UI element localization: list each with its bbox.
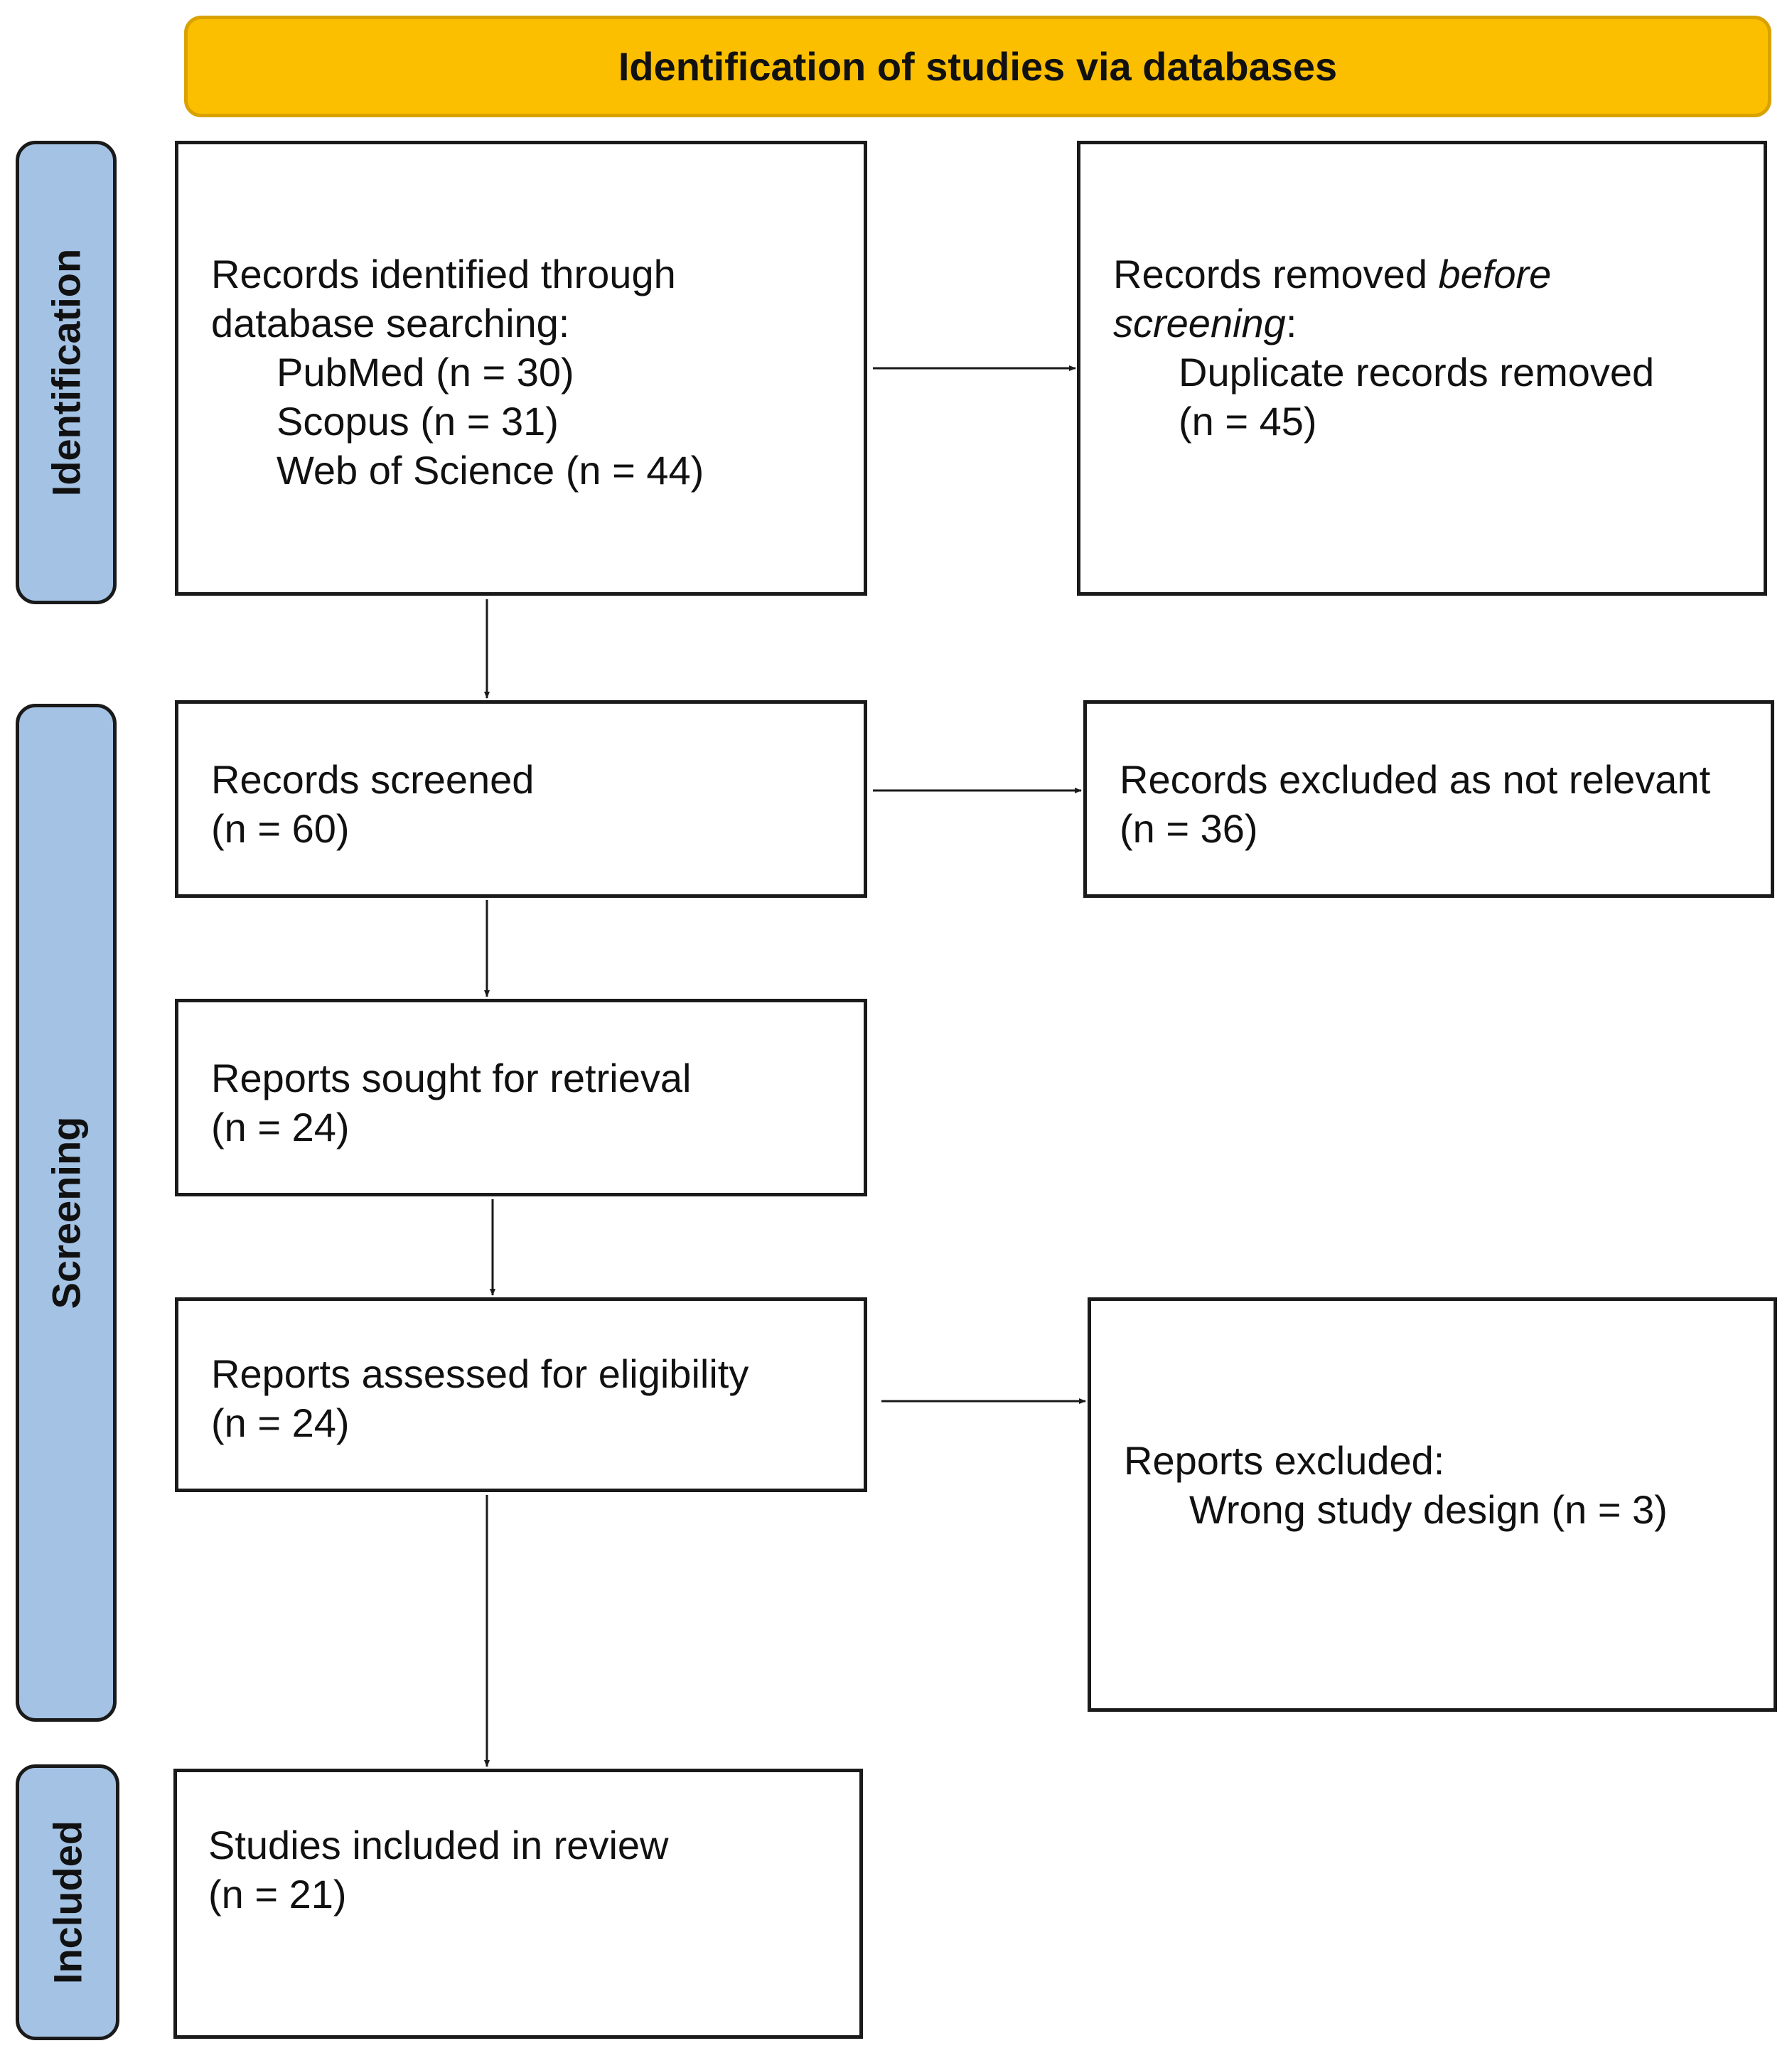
records-removed-colon: : [1285, 301, 1297, 345]
records-screened-box: Records screened (n = 60) [175, 700, 867, 898]
header-banner: Identification of studies via databases [184, 16, 1771, 117]
records-removed-box: Records removed before screening: Duplic… [1077, 141, 1767, 596]
records-excluded-label: Records excluded as not relevant [1120, 757, 1711, 802]
reports-sought-count: (n = 24) [211, 1105, 350, 1149]
reports-assessed-box: Reports assessed for eligibility (n = 24… [175, 1297, 867, 1492]
reports-assessed-count: (n = 24) [211, 1400, 350, 1445]
reports-excluded-label: Reports excluded: [1124, 1438, 1445, 1483]
studies-included-box: Studies included in review (n = 21) [173, 1769, 863, 2039]
header-title: Identification of studies via databases [618, 44, 1338, 89]
source-web-of-science: Web of Science (n = 44) [277, 448, 704, 493]
records-identified-box: Records identified through database sear… [175, 141, 867, 596]
reports-excluded-box: Reports excluded: Wrong study design (n … [1088, 1297, 1777, 1712]
reports-sought-label: Reports sought for retrieval [211, 1056, 692, 1100]
records-identified-line2: database searching: [211, 301, 570, 345]
studies-included-count: (n = 21) [208, 1872, 347, 1917]
reports-sought-box: Reports sought for retrieval (n = 24) [175, 999, 867, 1196]
records-excluded-box: Records excluded as not relevant (n = 36… [1083, 700, 1774, 898]
records-screened-label: Records screened [211, 757, 535, 802]
source-scopus: Scopus (n = 31) [277, 399, 559, 444]
records-removed-line1: Records removed before [1113, 250, 1764, 299]
records-removed-label: Records removed [1113, 252, 1439, 296]
records-removed-line2: screening: [1113, 299, 1764, 348]
phase-screening: Screening [16, 704, 117, 1722]
studies-included-label: Studies included in review [208, 1823, 669, 1867]
reports-assessed-label: Reports assessed for eligibility [211, 1351, 749, 1396]
records-screened-count: (n = 60) [211, 806, 350, 851]
duplicate-records-label: Duplicate records removed [1179, 350, 1655, 395]
records-removed-screening: screening [1113, 301, 1286, 345]
records-identified-line1: Records identified through [211, 252, 676, 296]
reports-excluded-reason: Wrong study design (n = 3) [1189, 1487, 1668, 1532]
duplicate-records-count: (n = 45) [1179, 399, 1317, 444]
records-removed-before: before [1438, 252, 1552, 296]
phase-identification: Identification [16, 141, 117, 604]
records-excluded-count: (n = 36) [1120, 806, 1258, 851]
source-pubmed: PubMed (n = 30) [277, 350, 574, 395]
phase-included: Included [16, 1764, 119, 2040]
